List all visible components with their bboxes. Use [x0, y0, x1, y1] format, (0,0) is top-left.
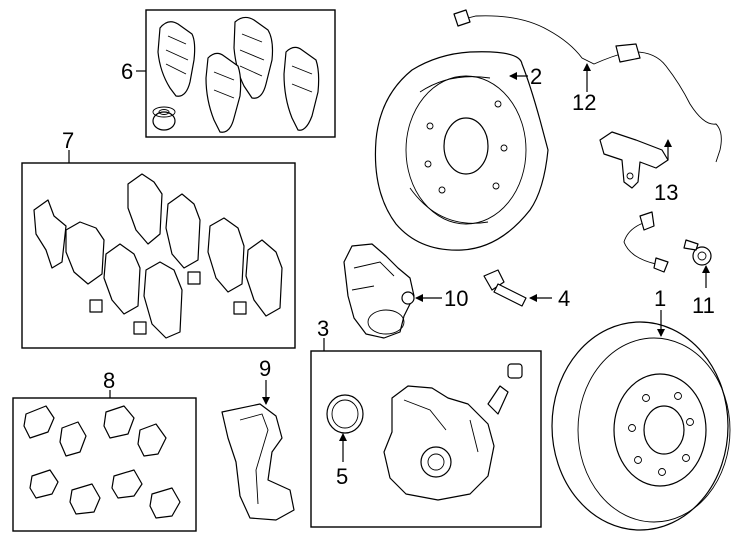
brake-pad-rear-b	[283, 46, 320, 131]
pad-clips	[89, 271, 247, 335]
callout-9: 9	[259, 356, 271, 381]
parking-brake-actuator	[343, 243, 415, 339]
piston-seal-ring	[326, 394, 364, 434]
callout-6: 6	[121, 59, 133, 84]
callout-4: 4	[558, 286, 570, 311]
shim-set	[33, 173, 283, 339]
brake-pad-rear-a	[205, 52, 242, 133]
caliper-box-3	[310, 350, 542, 528]
callout-5: 5	[336, 464, 348, 489]
caliper-support-bracket	[221, 403, 295, 521]
abs-sensor-harness	[453, 9, 722, 163]
callout-11: 11	[692, 293, 715, 318]
bleeder-screw	[487, 363, 523, 415]
callout-7: 7	[62, 128, 74, 153]
brake-disc-rotor	[551, 321, 731, 531]
brake-pad-front-a	[157, 21, 196, 97]
callout-12: 12	[572, 90, 596, 115]
wheel-speed-sensor	[599, 131, 669, 189]
pad-hardware-box-7	[21, 162, 296, 349]
backing-plate-dust-shield	[374, 51, 549, 251]
callout-3: 3	[317, 316, 329, 341]
brake-hose	[623, 211, 712, 273]
callout-13: 13	[654, 180, 678, 205]
callout-10: 10	[444, 286, 468, 311]
caliper-hardware-box-8	[12, 397, 197, 532]
pad-kit-box-6	[145, 9, 336, 138]
callout-8: 8	[103, 368, 115, 393]
guide-clips	[23, 405, 181, 519]
caliper-body	[383, 385, 495, 501]
callout-2: 2	[530, 64, 542, 89]
anti-squeal-bushing	[152, 106, 176, 131]
callout-1: 1	[654, 286, 666, 311]
caliper-guide-bolt	[483, 269, 527, 307]
